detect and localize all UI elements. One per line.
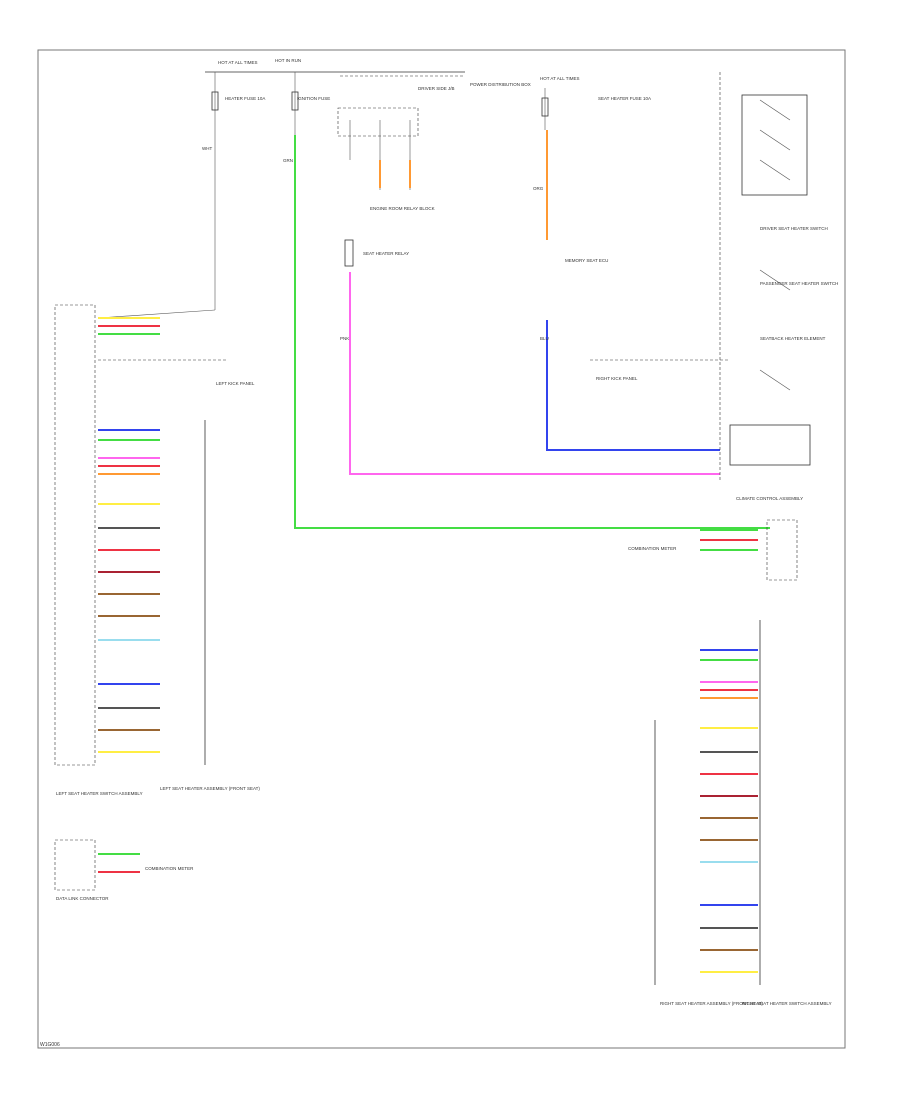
label-wire-org: ORG — [533, 186, 544, 191]
label-right-seat: RIGHT SEAT HEATER ASSEMBLY (FRONT SEAT) — [660, 1001, 763, 1006]
left-connector-block: LEFT SEAT HEATER SWITCH ASSEMBLY LEFT SE… — [54, 304, 260, 901]
wire-blue — [546, 320, 720, 451]
wire-pink — [349, 272, 720, 475]
relay-box-right — [729, 424, 811, 466]
driver-switch-box — [741, 94, 808, 196]
right-upper-connector — [766, 519, 798, 581]
label-fuse-seat: SEAT HEATER FUSE 10A — [598, 96, 651, 101]
left-harness-rows — [98, 317, 160, 753]
right-harness-rows — [700, 529, 758, 973]
wire-green — [294, 135, 770, 529]
label-wire-feed-1: WHT — [202, 146, 212, 151]
label-seatback-heater: SEATBACK HEATER ELEMENT — [760, 336, 826, 341]
label-fuse-ignition: IGNITION FUSE — [297, 96, 330, 101]
label-memory-seat: MEMORY SEAT ECU — [565, 258, 608, 263]
label-data-link: DATA LINK CONNECTOR — [56, 896, 109, 901]
label-right-kick-panel: RIGHT KICK PANEL — [596, 376, 638, 381]
fuse-heater-symbol — [211, 91, 219, 111]
fuse-ign-symbol — [291, 91, 299, 111]
left-top-lead — [97, 309, 216, 319]
label-left-seat-heater-sw: LEFT SEAT HEATER SWITCH ASSEMBLY — [56, 791, 143, 796]
label-wire-blu: BLU — [540, 336, 549, 341]
label-hot-at-all-times: HOT AT ALL TIMES — [218, 60, 258, 65]
label-climate-ctrl: CLIMATE CONTROL ASSEMBLY — [736, 496, 803, 501]
switch-contact-2 — [759, 129, 791, 151]
colored-wires: GRN ORG PNK BLU — [283, 130, 770, 529]
label-right-upper-conn: COMBINATION METER — [628, 546, 677, 551]
switch-contact-3 — [759, 159, 791, 181]
label-driver-switch: DRIVER SEAT HEATER SWITCH — [760, 226, 828, 231]
right-connector-block: COMBINATION METER RIGHT SEAT HEATER ASSE… — [628, 519, 832, 1006]
label-left-kick-panel: LEFT KICK PANEL — [216, 381, 255, 386]
small-harness-rows — [98, 853, 140, 873]
label-left-seat: LEFT SEAT HEATER ASSEMBLY (FRONT SEAT) — [160, 786, 260, 791]
label-hot-at-all-times-2: HOT AT ALL TIMES — [540, 76, 580, 81]
label-passenger-switch: PASSENGER SEAT HEATER SWITCH — [760, 281, 838, 286]
switch-contact-1 — [759, 99, 791, 121]
left-connector-frame — [54, 304, 96, 766]
label-comb-meter: COMBINATION METER — [145, 866, 194, 871]
right-switch-column: DRIVER SEAT HEATER SWITCH PASSENGER SEAT… — [98, 72, 838, 501]
label-wire-grn: GRN — [283, 158, 293, 163]
fuse-seat-symbol — [541, 97, 549, 117]
label-engine-room: ENGINE ROOM RELAY BLOCK — [370, 206, 435, 211]
diagram-frame — [37, 49, 846, 1049]
left-lower-connector — [54, 839, 96, 891]
label-junction-block: DRIVER SIDE J/B — [418, 86, 455, 91]
label-hot-in-run: HOT IN RUN — [275, 58, 301, 63]
label-wire-pnk: PNK — [340, 336, 349, 341]
switch-contact-5 — [759, 369, 791, 391]
label-power-dist-box: POWER DISTRIBUTION BOX — [470, 82, 531, 87]
label-right-seat-heater-sw: RIGHT SEAT HEATER SWITCH ASSEMBLY — [742, 1001, 832, 1006]
label-fuse-heater: HEATER FUSE 10A — [225, 96, 265, 101]
figure-id: W1G006 — [40, 1042, 60, 1048]
relay-symbol — [344, 239, 354, 267]
label-seat-heater-relay: SEAT HEATER RELAY — [363, 251, 409, 256]
top-power-section: HOT AT ALL TIMES HOT IN RUN HEATER FUSE … — [202, 58, 651, 310]
switch-contact-4 — [759, 269, 791, 291]
junction-block-box — [337, 107, 419, 137]
